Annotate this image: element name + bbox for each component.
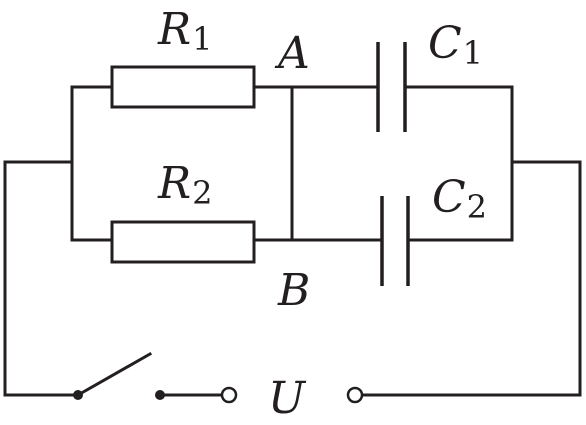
terminal-right bbox=[346, 386, 364, 404]
label-r1: R1 bbox=[157, 4, 213, 58]
terminal-left bbox=[220, 386, 238, 404]
label-c1: C1 bbox=[428, 18, 483, 72]
resistor-r1 bbox=[110, 65, 256, 109]
label-node-b: B bbox=[277, 265, 310, 316]
switch-blade bbox=[75, 351, 153, 398]
label-voltage-u: U bbox=[268, 373, 307, 424]
resistor-r2 bbox=[110, 220, 256, 264]
label-c2: C2 bbox=[432, 172, 487, 226]
label-r2: R2 bbox=[157, 158, 213, 212]
label-node-a: A bbox=[274, 28, 310, 79]
